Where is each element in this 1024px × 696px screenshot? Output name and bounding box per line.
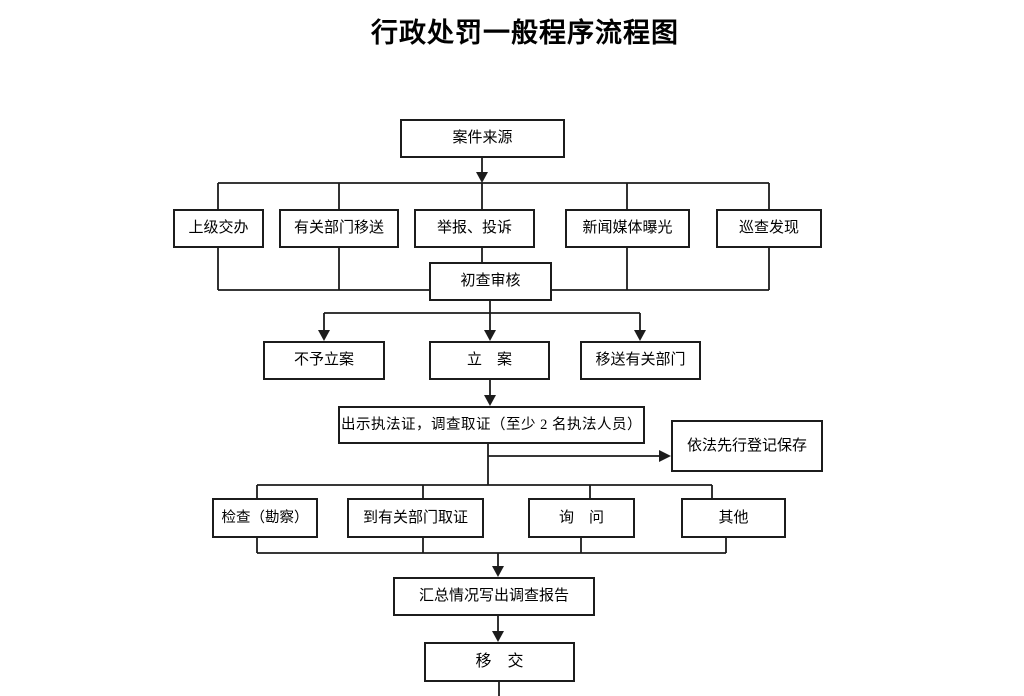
- node-registration-preservation: 依法先行登记保存: [671, 420, 823, 472]
- node-department-referral: 有关部门移送: [279, 209, 399, 248]
- node-patrol-discovery: 巡查发现: [716, 209, 822, 248]
- node-summary-investigation-report: 汇总情况写出调查报告: [393, 577, 595, 616]
- node-inspection-survey: 检查（勘察）: [212, 498, 318, 538]
- node-report-complaint: 举报、投诉: [414, 209, 535, 248]
- node-transfer-to-department: 移送有关部门: [580, 341, 701, 380]
- connector-channels-to-review: [217, 248, 770, 291]
- connector-review-to-decisions: [318, 301, 646, 341]
- connector-methods-to-report: [256, 538, 727, 577]
- node-case-source: 案件来源: [400, 119, 565, 158]
- node-inquiry: 询 问: [528, 498, 635, 538]
- node-evidence-from-departments: 到有关部门取证: [347, 498, 484, 538]
- connector-filing-to-investigation: [484, 380, 496, 406]
- connector-investigation-to-methods: [256, 484, 713, 498]
- node-transfer: 移 交: [424, 642, 575, 682]
- node-no-case-filing: 不予立案: [263, 341, 385, 380]
- node-superior-assignment: 上级交办: [173, 209, 264, 248]
- node-media-exposure: 新闻媒体曝光: [565, 209, 690, 248]
- connector-investigation-branch: [487, 444, 671, 485]
- node-other: 其他: [681, 498, 786, 538]
- connector-report-to-transfer: [492, 616, 504, 642]
- node-case-filing: 立 案: [429, 341, 550, 380]
- page-title: 行政处罚一般程序流程图: [371, 18, 679, 48]
- connector-source-to-channels: [217, 158, 770, 209]
- node-show-credentials-investigation: 出示执法证，调查取证（至少 2 名执法人员）: [338, 406, 645, 444]
- node-preliminary-review: 初查审核: [429, 262, 552, 301]
